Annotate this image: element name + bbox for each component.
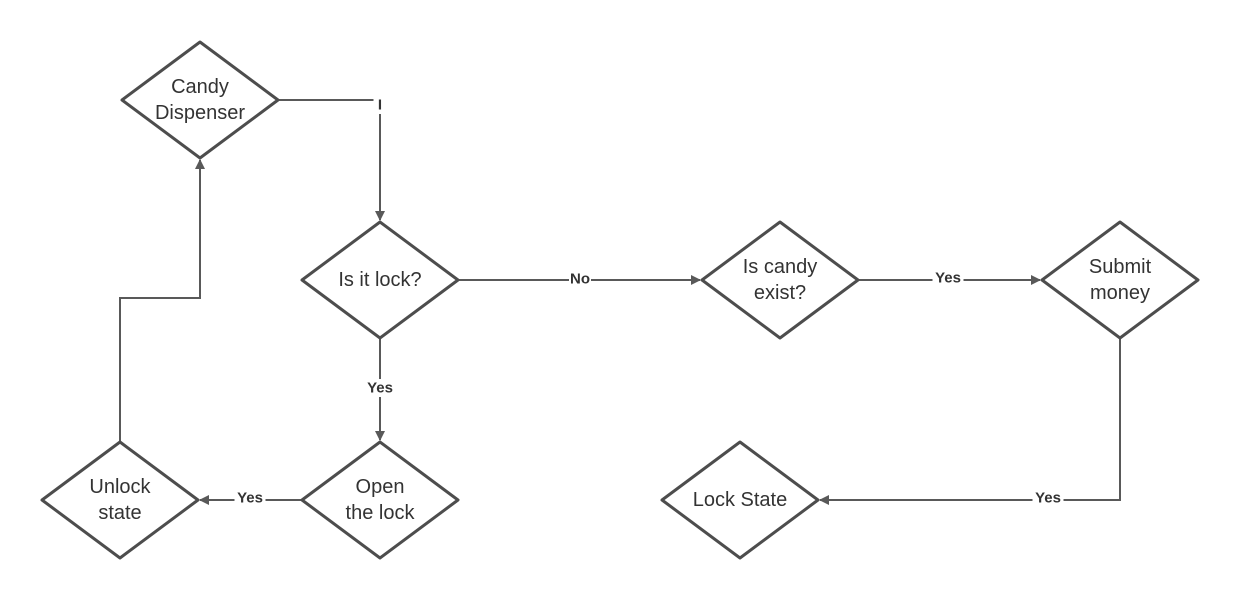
node-label-is-candy-exist-line-1: exist? bbox=[754, 282, 806, 304]
node-label-is-candy-exist-line-0: Is candy bbox=[743, 256, 817, 278]
node-label-submit-money-line-0: Submit bbox=[1089, 256, 1152, 278]
decision-diamond-submit-money bbox=[1040, 220, 1200, 340]
node-lock-state[interactable]: Lock State bbox=[660, 440, 820, 560]
edge-label-bg-dispenser-to-lock bbox=[373, 96, 387, 114]
node-label-is-it-lock-line-0: Is it lock? bbox=[338, 269, 421, 291]
node-label-unlock-state-line-1: state bbox=[98, 502, 141, 524]
edges-layer bbox=[119, 99, 1121, 505]
node-label-open-the-lock-line-0: Open bbox=[356, 476, 405, 498]
decision-diamond-open-the-lock bbox=[300, 440, 460, 560]
node-is-it-lock[interactable]: Is it lock? bbox=[300, 220, 460, 340]
decision-diamond-lock-state bbox=[660, 440, 820, 560]
edge-label-group-dispenser-to-lock: I bbox=[373, 96, 387, 114]
edge-label-bg-money-to-lockstate bbox=[1032, 489, 1064, 507]
edge-label-group-money-to-lockstate: Yes bbox=[1032, 489, 1064, 507]
decision-diamond-candy-dispenser bbox=[120, 40, 280, 160]
edge-label-bg-lock-to-open bbox=[364, 379, 396, 397]
edge-label-money-to-lockstate: Yes bbox=[1035, 490, 1061, 507]
node-unlock-state[interactable]: Unlock state bbox=[40, 440, 200, 560]
edge-label-candy-to-money: Yes bbox=[935, 270, 961, 287]
node-label-unlock-state-line-0: Unlock bbox=[89, 476, 151, 498]
node-label-lock-state-line-0: Lock State bbox=[693, 489, 788, 511]
node-is-candy-exist[interactable]: Is candy exist? bbox=[700, 220, 860, 340]
edge-dispenser-to-lock bbox=[278, 99, 385, 221]
node-submit-money[interactable]: Submit money bbox=[1040, 220, 1200, 340]
node-label-candy-dispenser-line-1: Dispenser bbox=[155, 102, 245, 124]
edge-label-group-lock-to-candy: No bbox=[569, 270, 591, 288]
edge-label-group-lock-to-open: Yes bbox=[364, 379, 396, 397]
decision-diamond-unlock-state bbox=[40, 440, 200, 560]
node-label-submit-money-line-1: money bbox=[1090, 282, 1150, 304]
edge-label-open-to-unlock: Yes bbox=[237, 490, 263, 507]
edge-label-group-open-to-unlock: Yes bbox=[234, 489, 266, 507]
node-label-open-the-lock-line-1: the lock bbox=[346, 502, 416, 524]
edge-unlock-to-dispenser bbox=[119, 159, 205, 442]
edge-label-bg-open-to-unlock bbox=[234, 489, 266, 507]
node-label-candy-dispenser-line-0: Candy bbox=[171, 76, 229, 98]
edge-label-lock-to-open: Yes bbox=[367, 380, 393, 397]
decision-diamond-is-it-lock bbox=[300, 220, 460, 340]
edge-label-lock-to-candy: No bbox=[570, 271, 590, 288]
edge-label-group-candy-to-money: Yes bbox=[932, 269, 964, 287]
decision-diamond-is-candy-exist bbox=[700, 220, 860, 340]
edge-label-bg-candy-to-money bbox=[932, 269, 964, 287]
edge-label-dispenser-to-lock: I bbox=[378, 97, 382, 114]
edge-label-bg-lock-to-candy bbox=[569, 270, 591, 288]
edge-money-to-lockstate bbox=[819, 338, 1121, 505]
node-open-the-lock[interactable]: Open the lock bbox=[300, 440, 460, 560]
